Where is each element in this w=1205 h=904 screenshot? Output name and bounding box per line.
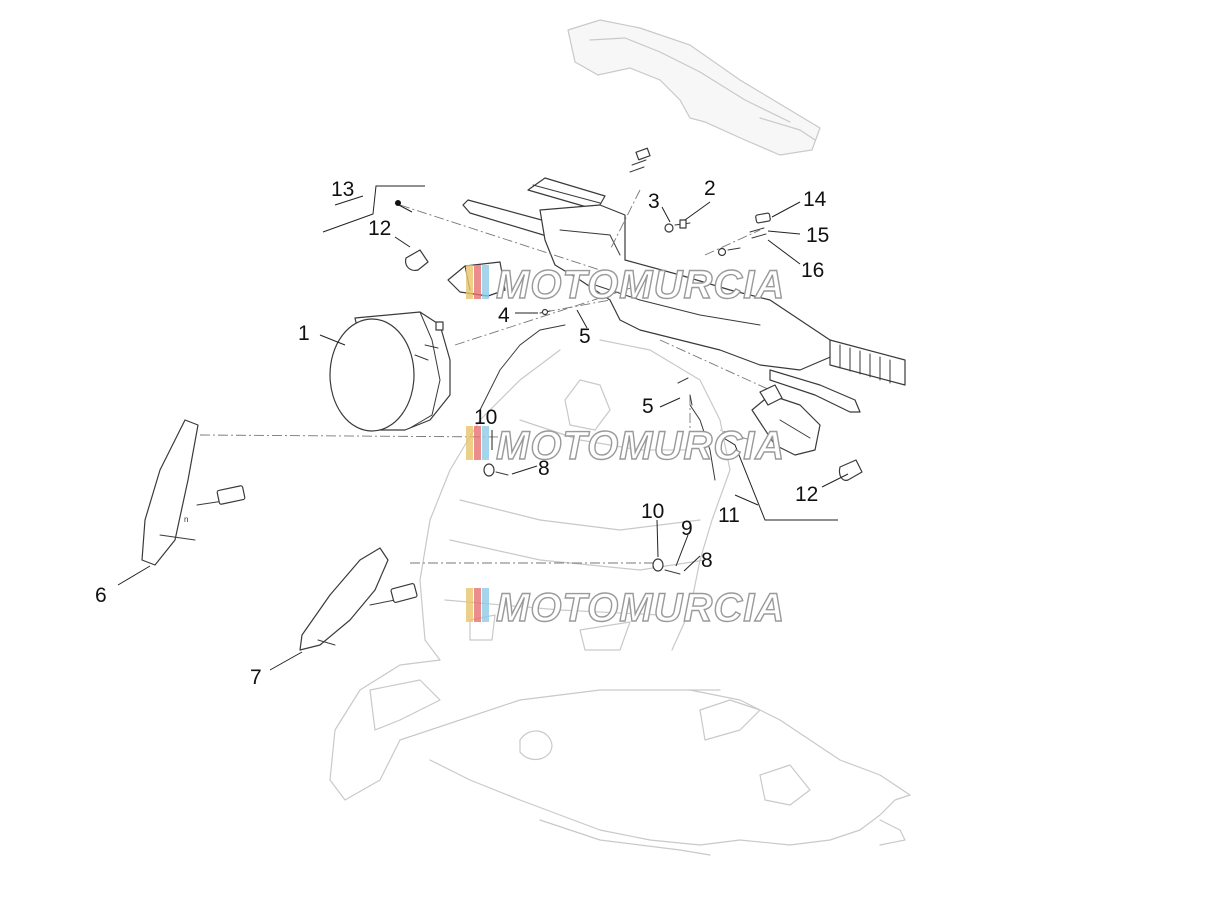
watermark-text-middle: MOTOMURCIA — [496, 424, 785, 468]
callout-13: 13 — [331, 178, 354, 201]
alignment-lines — [199, 189, 771, 564]
callout-10-bottom: 10 — [641, 500, 664, 523]
small-hardware — [483, 147, 771, 575]
watermarks: MOTOMURCIA MOTOMURCIA MOTOMURCIA — [466, 262, 785, 631]
callout-12-right: 12 — [795, 483, 818, 506]
left-side-light: n — [141, 419, 246, 566]
watermark-logo-bottom: MOTOMURCIA — [466, 585, 785, 631]
callout-9: 9 — [681, 517, 693, 540]
leader-lines — [117, 185, 849, 671]
callout-15: 15 — [806, 224, 829, 247]
callout-5-bottom: 5 — [642, 395, 654, 418]
callout-4: 4 — [498, 304, 510, 327]
callout-5-top: 5 — [579, 325, 591, 348]
callout-6: 6 — [95, 584, 107, 607]
callout-14: 14 — [803, 188, 827, 211]
watermark-text-bottom: MOTOMURCIA — [496, 586, 785, 630]
callout-8-bottom: 8 — [701, 549, 713, 572]
watermark-text-top: MOTOMURCIA — [496, 263, 785, 307]
callout-3: 3 — [648, 190, 660, 213]
callout-2: 2 — [704, 177, 716, 200]
callout-12-left: 12 — [368, 217, 391, 240]
svg-text:n: n — [184, 515, 188, 524]
handlebar-assembly — [462, 177, 906, 481]
callout-1: 1 — [298, 322, 310, 345]
watermark-logo-middle: MOTOMURCIA — [466, 423, 785, 469]
watermark-logo-top: MOTOMURCIA — [466, 262, 785, 308]
right-side-light — [299, 547, 418, 651]
headlight — [329, 311, 451, 432]
callout-11: 11 — [718, 504, 740, 527]
callout-16: 16 — [801, 259, 824, 282]
callout-8-top: 8 — [538, 457, 550, 480]
callout-10-top: 10 — [474, 406, 497, 429]
callout-7: 7 — [250, 666, 262, 689]
callout-labels: 13 12 1 3 2 14 15 16 4 5 5 10 8 12 11 10… — [95, 177, 829, 689]
